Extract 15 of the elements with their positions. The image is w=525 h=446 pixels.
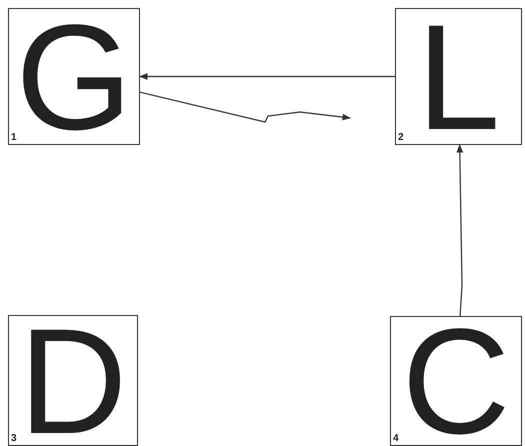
letter: G bbox=[16, 2, 132, 152]
arrow bbox=[140, 92, 351, 123]
box-number: 3 bbox=[11, 434, 17, 444]
letter: C bbox=[402, 306, 510, 446]
arrow bbox=[456, 144, 464, 316]
arrow bbox=[139, 73, 395, 80]
letter-box bbox=[395, 8, 522, 145]
letter-box bbox=[8, 8, 140, 145]
box-number: 4 bbox=[393, 434, 399, 444]
letter-box bbox=[8, 315, 138, 446]
letter: L bbox=[416, 2, 500, 152]
box-number: 2 bbox=[398, 133, 404, 143]
box-number: 1 bbox=[11, 133, 17, 143]
letter-box bbox=[390, 316, 522, 446]
letter: D bbox=[18, 306, 128, 446]
